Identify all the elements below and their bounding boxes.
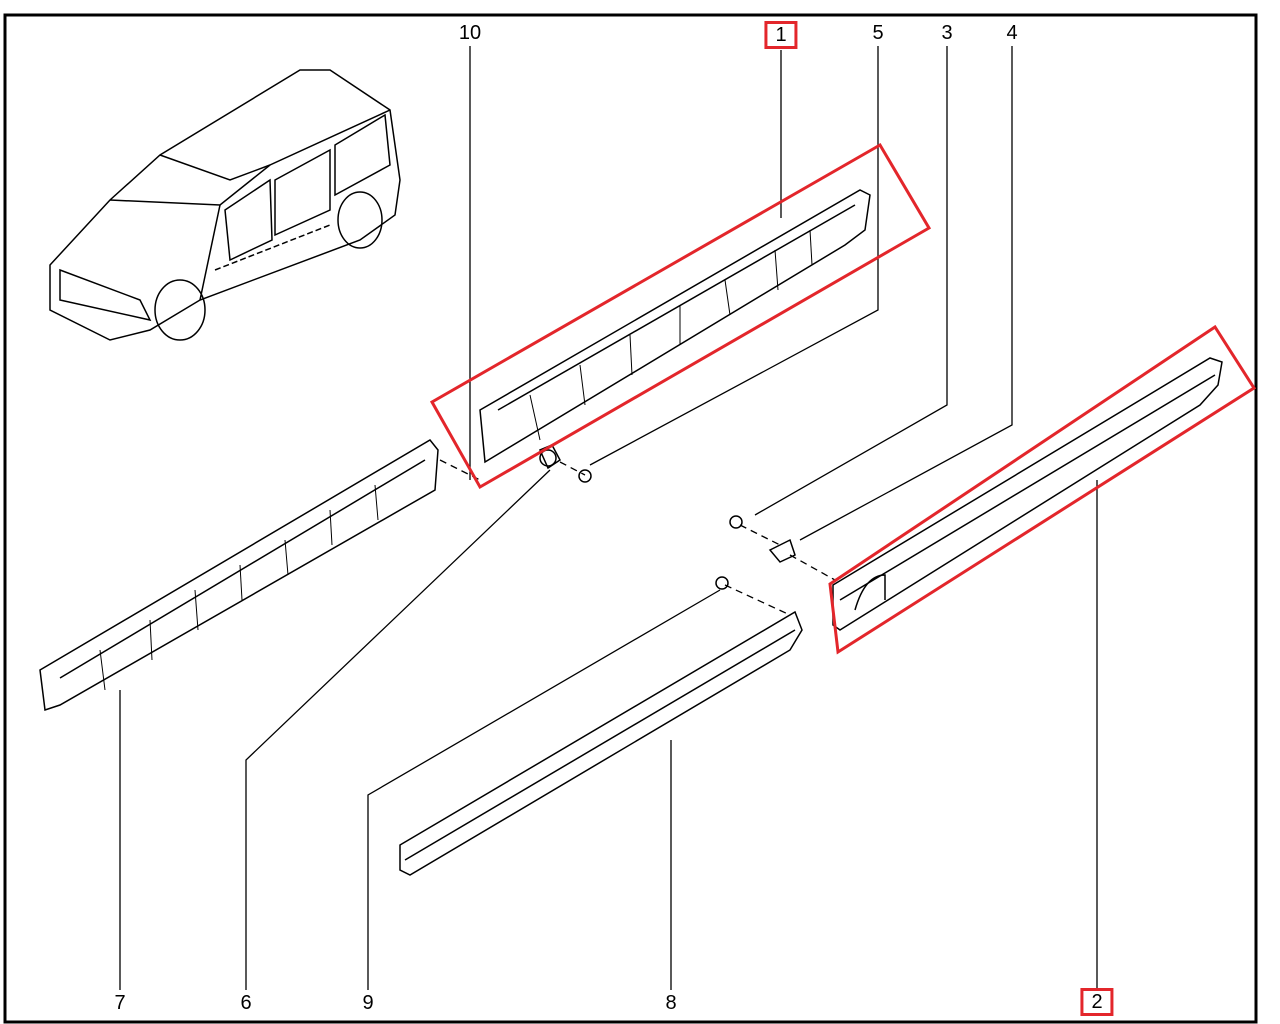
part-8-door-molding	[399, 610, 803, 876]
part-1-molding-bracket	[479, 189, 871, 464]
clips	[539, 444, 796, 590]
leader-lines	[119, 46, 1098, 990]
diagram-border	[3, 13, 1258, 1024]
label-8: 8	[665, 992, 677, 1014]
label-4: 4	[1006, 22, 1018, 44]
label-10: 10	[458, 22, 482, 44]
label-3: 3	[941, 22, 953, 44]
label-6: 6	[240, 992, 252, 1014]
part-3-screw	[729, 515, 743, 529]
assembly-lines	[439, 459, 836, 616]
label-7: 7	[114, 992, 126, 1014]
highlight-part-2	[828, 324, 1257, 655]
highlight-part-1	[429, 142, 932, 490]
label-9: 9	[362, 992, 374, 1014]
vehicle-illustration	[49, 69, 401, 341]
part-6-clip	[539, 449, 557, 467]
part-4-clip	[768, 538, 796, 563]
part-9-screw	[715, 576, 729, 590]
part-2-door-molding	[832, 357, 1223, 631]
label-1: 1	[764, 21, 798, 49]
part-5-screw	[578, 469, 592, 483]
label-5: 5	[872, 22, 884, 44]
part-7-molding-bracket	[39, 439, 439, 712]
label-2: 2	[1080, 988, 1114, 1016]
